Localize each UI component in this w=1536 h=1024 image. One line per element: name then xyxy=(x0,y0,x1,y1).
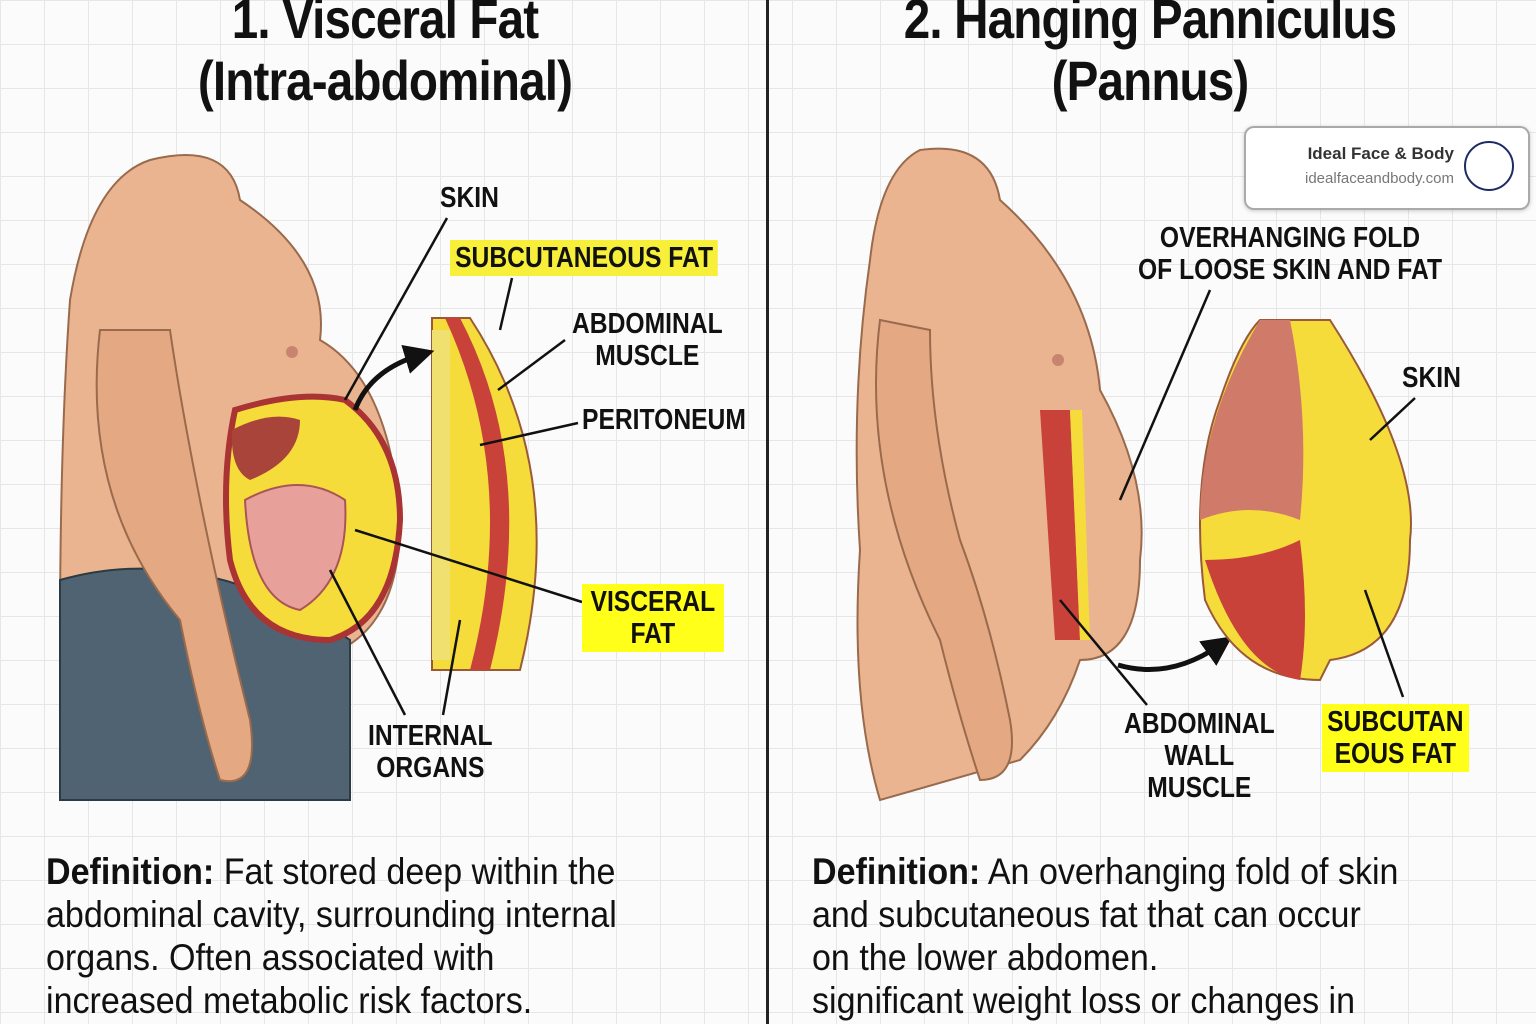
right-title: 2. Hanging Panniculus (Pannus) xyxy=(853,0,1448,112)
definition-label: Definition: xyxy=(812,851,981,892)
label-line: ABDOMINAL xyxy=(1124,708,1275,740)
label-line: ORGANS xyxy=(376,752,485,784)
left-title-line1: 1. Visceral Fat xyxy=(231,0,539,50)
left-title-line2: (Intra-abdominal) xyxy=(197,49,573,112)
left-cross-section xyxy=(352,317,538,671)
label-subcutaneous-fat-left: SUBCUTANEOUS FAT xyxy=(450,240,719,276)
label-line: OVERHANGING FOLD xyxy=(1159,222,1421,254)
right-definition: Definition: An overhanging fold of skin … xyxy=(812,850,1399,1022)
label-line: ABDOMINAL xyxy=(572,308,723,340)
def-line: and subcutaneous fat that can occur xyxy=(812,894,1361,935)
label-line: SUBCUTAN xyxy=(1327,706,1464,738)
label-line: VISCERAL xyxy=(590,586,716,618)
definition-label: Definition: xyxy=(46,851,215,892)
left-title: 1. Visceral Fat (Intra-abdominal) xyxy=(126,0,645,112)
brand-url[interactable]: idealfaceandbody.com xyxy=(1305,170,1454,187)
label-skin-left: SKIN xyxy=(440,182,499,214)
left-definition: Definition: Fat stored deep within the a… xyxy=(46,850,617,1022)
brand-logo xyxy=(1464,141,1514,191)
left-body-figure xyxy=(58,154,404,801)
label-line: MUSCLE xyxy=(1147,772,1252,804)
label-peritoneum: PERITONEUM xyxy=(582,404,746,436)
leader-lines xyxy=(328,217,1416,716)
def-line: abdominal cavity, surrounding internal xyxy=(46,894,617,935)
right-title-line2: (Pannus) xyxy=(1051,49,1250,112)
label-skin-right: SKIN xyxy=(1402,362,1461,394)
right-body-figure xyxy=(855,147,1233,802)
def-line: significant weight loss or changes in xyxy=(812,980,1356,1021)
def-text: Fat stored deep within the xyxy=(214,851,616,892)
brand-badge[interactable]: Ideal Face & Body idealfaceandbody.com xyxy=(1244,126,1530,210)
def-text: An overhanging fold of skin xyxy=(980,851,1399,892)
label-line: EOUS FAT xyxy=(1334,738,1457,770)
label-line: WALL xyxy=(1164,740,1235,772)
right-title-line1: 2. Hanging Panniculus xyxy=(903,0,1397,50)
brand-name: Ideal Face & Body xyxy=(1307,144,1454,163)
right-cross-section xyxy=(1199,319,1412,682)
panel-divider xyxy=(766,0,769,1024)
label-line: OF LOOSE SKIN AND FAT xyxy=(1138,254,1443,286)
label-line: FAT xyxy=(630,618,676,650)
def-line: Definition: Fat stored deep within the xyxy=(46,850,617,893)
def-line: organs. Often associated with xyxy=(46,937,495,978)
def-line: increased metabolic risk factors. xyxy=(46,980,533,1021)
label-line: MUSCLE xyxy=(595,340,700,372)
def-line: Definition: An overhanging fold of skin xyxy=(812,850,1399,893)
label-line: INTERNAL xyxy=(368,720,493,752)
def-line: on the lower abdomen. xyxy=(812,937,1159,978)
